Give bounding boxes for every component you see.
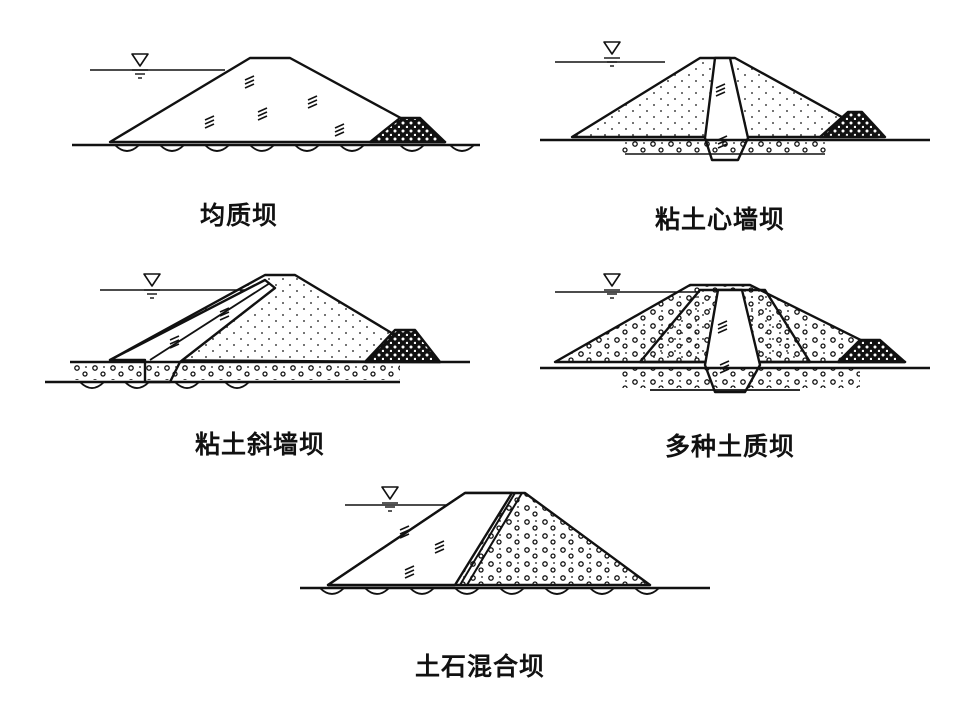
sloping-core-dam [45,272,470,389]
earth-rock-dam [300,485,710,595]
caption-homogeneous-dam: 均质坝 [200,201,279,230]
homogeneous-dam [72,52,480,152]
caption-earth-rock-dam: 土石混合坝 [415,652,546,681]
caption-clay-core-dam: 粘土心墙坝 [655,205,786,234]
zoned-dam [540,272,930,394]
clay-core-dam [540,40,930,162]
caption-zoned-dam: 多种土质坝 [665,432,796,461]
caption-sloping-core-dam: 粘土斜墙坝 [195,430,326,459]
